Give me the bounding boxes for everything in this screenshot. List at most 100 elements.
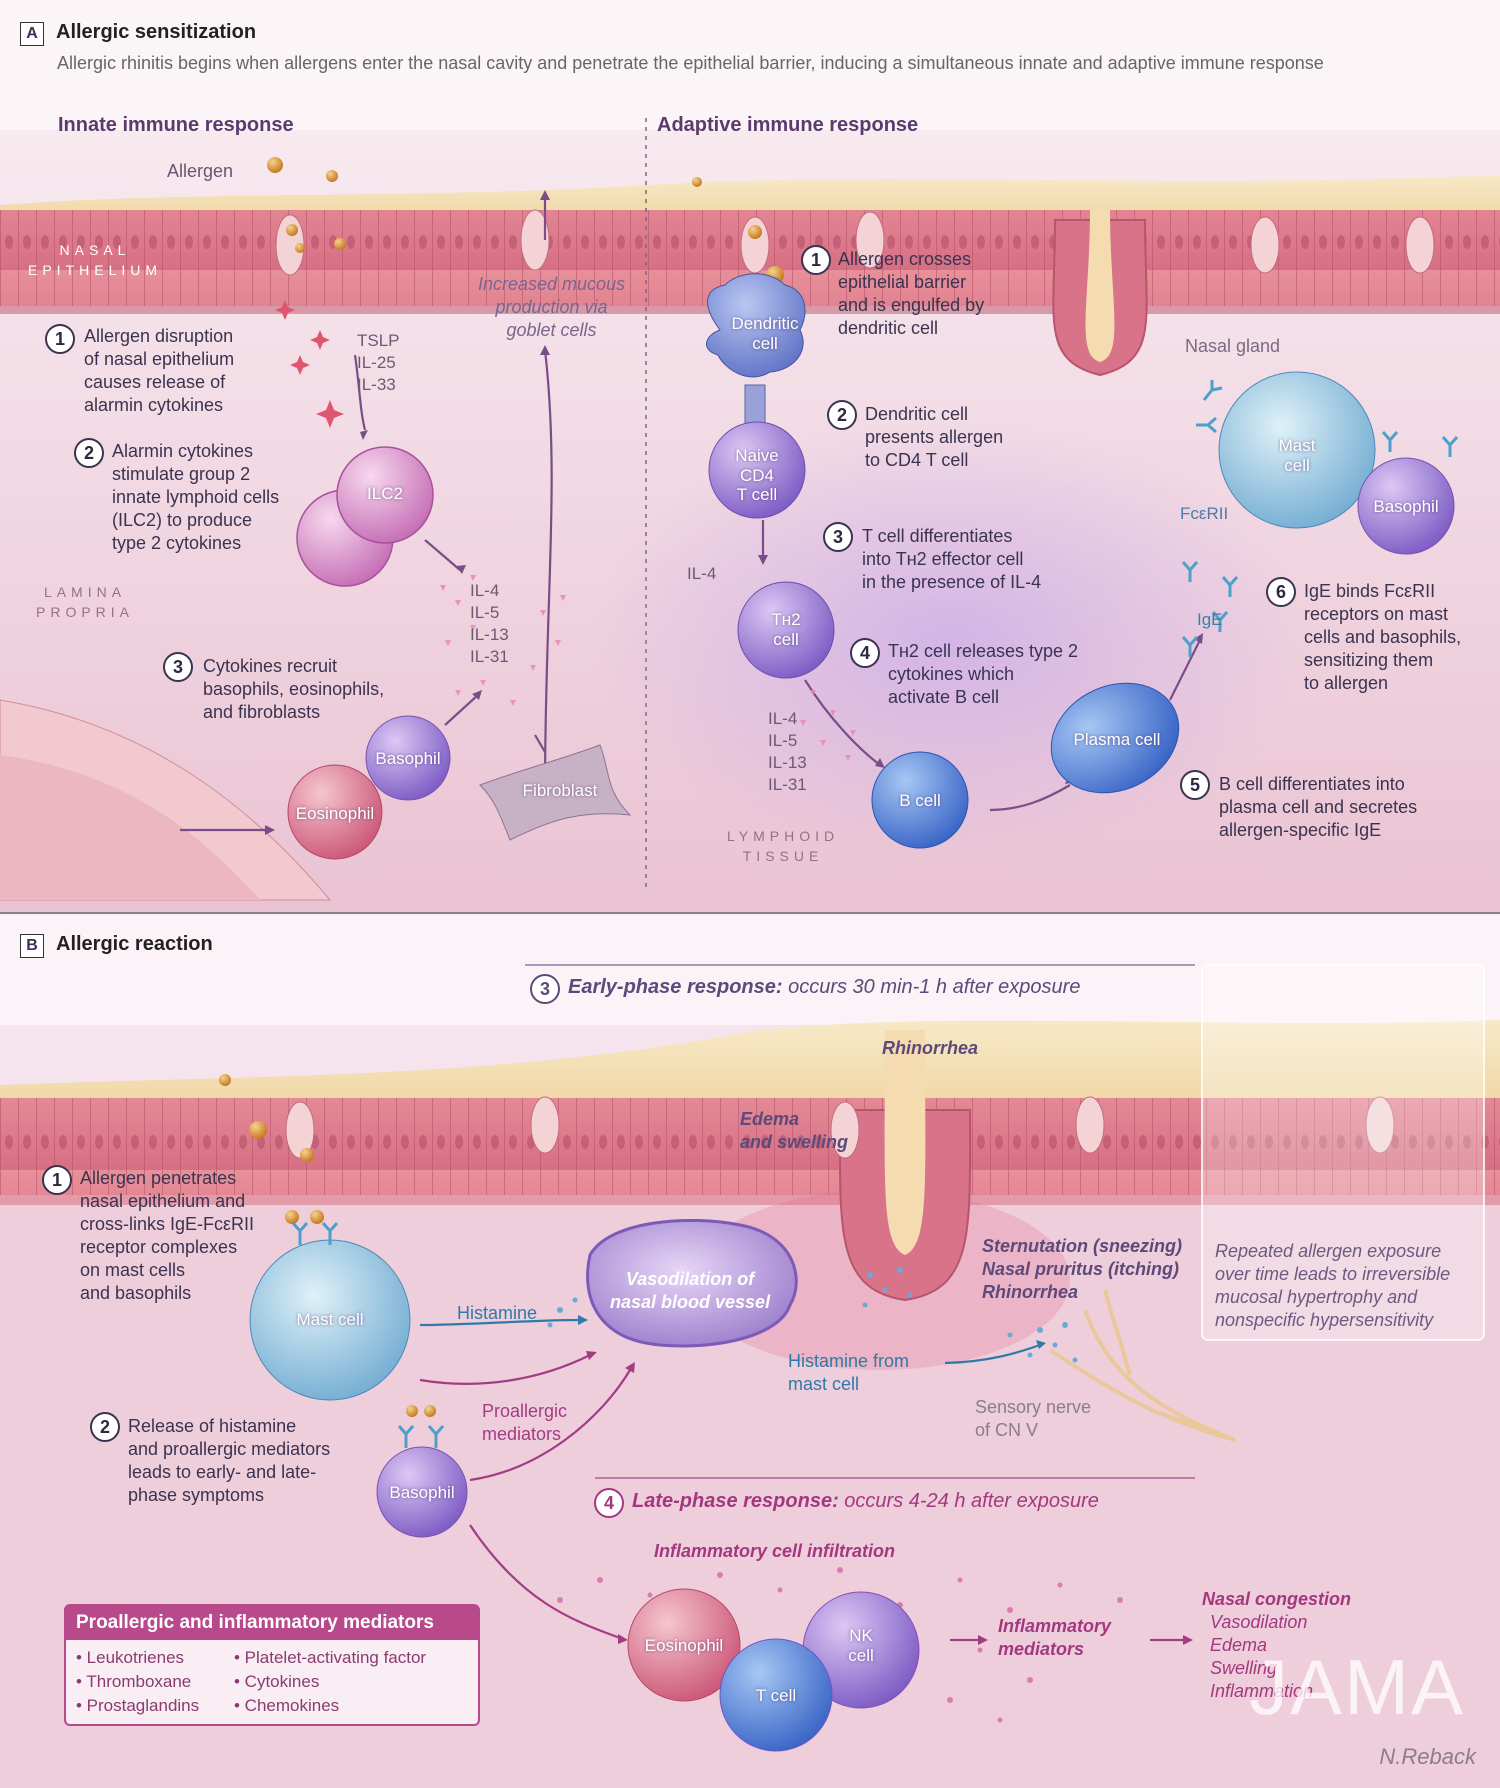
late-phase-heading: Late-phase response: occurs 4-24 h after… [632, 1490, 1099, 1512]
symptom-list: Sternutation (sneezing)Nasal pruritus (i… [982, 1236, 1183, 1303]
panel-a-letter: A [20, 22, 44, 46]
panel-b-title: Allergic reaction [56, 933, 213, 955]
innate-title: Innate immune response [58, 114, 294, 136]
histamine-label: Histamine [457, 1303, 538, 1323]
nasal-gland-label: Nasal gland [1185, 336, 1281, 356]
innate-step-2-number: 2 [74, 438, 104, 468]
infiltration-label: Inflammatory cell infiltration [654, 1541, 896, 1561]
mediator-legend: Proallergic and inflammatory mediators •… [64, 1604, 480, 1726]
rhinorrhea-top-label: Rhinorrhea [882, 1038, 979, 1058]
basophil-label-a: Basophil [375, 749, 441, 768]
artist-signature: N.Reback [1379, 1744, 1476, 1769]
t-cell-label-b: T cell [755, 1686, 797, 1705]
mast-cell-label-b: Mast cell [296, 1310, 364, 1329]
legend-col-1: • Leukotrienes• Thromboxane• Prostagland… [76, 1648, 200, 1716]
blood-vessel [586, 1218, 798, 1348]
adaptive-step-4-number: 4 [850, 638, 880, 668]
dendritic-cell [706, 273, 806, 378]
panel-a-subtitle: Allergic rhinitis begins when allergens … [57, 53, 1324, 73]
plasma-cell-label: Plasma cell [1073, 730, 1161, 749]
basophil-cell-a [365, 715, 451, 801]
th2-cell [737, 581, 835, 679]
adaptive-step-5-number: 5 [1180, 770, 1210, 800]
early-phase-heading: Early-phase response: occurs 30 min-1 h … [568, 976, 1081, 998]
fibroblast-shape [479, 744, 632, 841]
eosinophil-label-b: Eosinophil [644, 1636, 724, 1655]
adaptive-step-2-number: 2 [827, 400, 857, 430]
legend-col-2: • Platelet-activating factor• Cytokines•… [234, 1648, 427, 1716]
sensory-nerve [1048, 1289, 1236, 1442]
adaptive-step-1-number: 1 [801, 245, 831, 275]
basophil-label-b: Basophil [389, 1483, 455, 1502]
basophil-label-a2: Basophil [1373, 497, 1439, 516]
adaptive-title: Adaptive immune response [657, 114, 919, 136]
ilc2-label: ILC2 [367, 484, 403, 503]
late-phase-number: 4 [594, 1488, 624, 1518]
mast-cell-a [1218, 371, 1376, 529]
th2-label: Tʜ2 cell [771, 610, 801, 649]
plasma-cell [1050, 682, 1180, 794]
panel-a-title: Allergic sensitization [56, 21, 257, 43]
chronic-box [1201, 964, 1485, 1341]
basophil-cell-b [376, 1446, 468, 1538]
adaptive-step-3-number: 3 [823, 522, 853, 552]
reaction-step-1-number: 1 [42, 1165, 72, 1195]
ige-label: IgE [1197, 610, 1223, 629]
ilc2-cell [336, 446, 434, 544]
jama-watermark: JAMA [1248, 1643, 1465, 1731]
il4-label: IL-4 [687, 564, 717, 583]
naive-cd4-t-cell [708, 421, 806, 519]
basophil-cell-a2 [1357, 457, 1455, 555]
innate-step-3-number: 3 [163, 652, 193, 682]
adaptive-step-6-number: 6 [1266, 577, 1296, 607]
early-phase-number: 3 [530, 974, 560, 1004]
panel-b-letter: B [20, 934, 44, 958]
fcerii-label: FcεRII [1180, 504, 1229, 523]
reaction-step-2-number: 2 [90, 1412, 120, 1442]
innate-step-1-number: 1 [45, 324, 75, 354]
ige-antibodies [1181, 380, 1459, 657]
fibroblast-label: Fibroblast [522, 781, 598, 800]
eosinophil-label-a: Eosinophil [295, 804, 375, 823]
allergen-label: Allergen [167, 161, 234, 181]
eosinophil-cell-b [627, 1588, 741, 1702]
eosinophil-cell-a [287, 764, 383, 860]
b-cell [871, 751, 969, 849]
legend-title: Proallergic and inflammatory mediators [66, 1606, 478, 1640]
allergen-particle [267, 157, 283, 173]
t-cell-b [719, 1638, 833, 1752]
b-cell-label: B cell [899, 791, 941, 810]
